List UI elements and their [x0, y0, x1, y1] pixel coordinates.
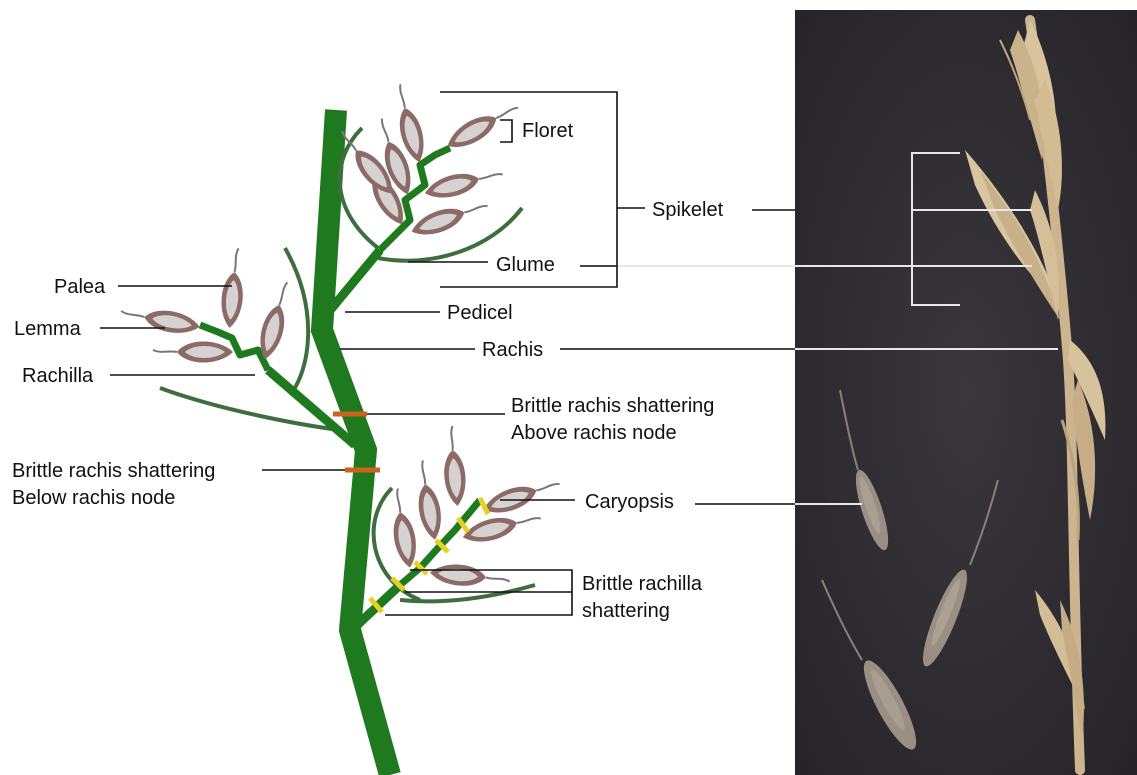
label-rachis: Rachis	[482, 339, 543, 361]
label-spikelet: Spikelet	[652, 199, 724, 221]
label-rachilla: Rachilla	[22, 365, 94, 387]
label-glume: Glume	[496, 254, 555, 276]
label-floret: Floret	[522, 120, 574, 142]
lower-spikelet	[352, 425, 562, 630]
label-caryopsis: Caryopsis	[585, 491, 674, 513]
label-pedicel: Pedicel	[447, 302, 513, 324]
label-brittle-below-line2: Below rachis node	[12, 487, 175, 509]
upper-spikelet	[322, 82, 522, 320]
label-palea: Palea	[54, 276, 106, 298]
label-brittle-above-line1: Brittle rachis shattering	[511, 395, 714, 417]
label-lemma: Lemma	[14, 318, 82, 340]
plant-diagram	[100, 82, 795, 775]
label-rachilla-shatter-line2: shattering	[582, 600, 670, 622]
label-brittle-below-line1: Brittle rachis shattering	[12, 460, 215, 482]
left-glume-outer	[285, 248, 308, 395]
photograph-panel	[560, 10, 1137, 775]
label-rachilla-shatter-line1: Brittle rachilla	[582, 573, 703, 595]
upper-glume	[340, 128, 378, 248]
label-brittle-above-line2: Above rachis node	[511, 422, 677, 444]
